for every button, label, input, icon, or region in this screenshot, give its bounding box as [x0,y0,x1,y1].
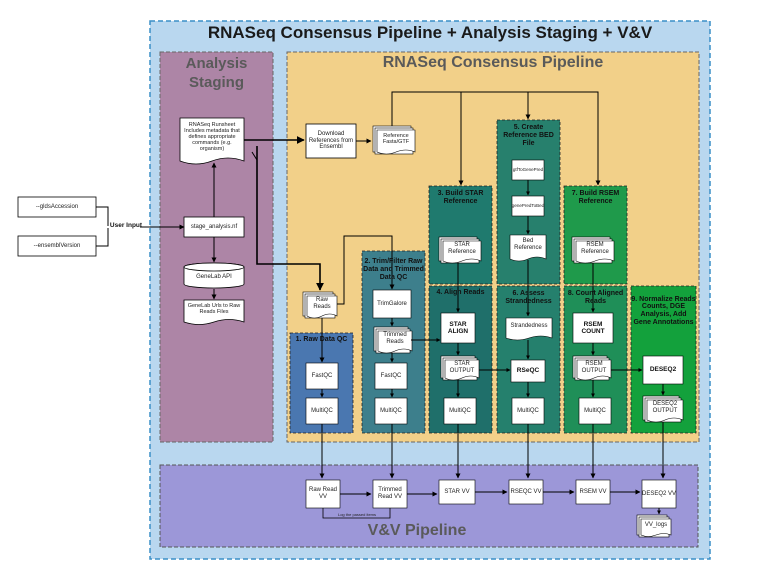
vv-title: V&V Pipeline [367,522,467,540]
user-input-label: User Input [109,222,143,230]
runsheet-doc [179,117,245,165]
step7-title: 7. Build RSEM Reference [571,190,620,205]
rsem-count-label: RSEM COUNT [581,320,605,335]
runsheet-label: RNASeq Runsheet Includes metadata that d… [184,121,240,153]
star-reference-label: STAR Reference [448,242,476,255]
vv-rsem-box [575,479,611,505]
vv-trimmed-read-label: Trimmed Read VV [377,487,402,500]
pipeline-panel [286,51,700,443]
raw-reads-docs [302,291,338,319]
step4-multiqc-label: MultiQC [449,407,471,414]
main-title: RNASeq Consensus Pipeline + Analysis Sta… [207,22,653,42]
star-align-label: STAR ALIGN [447,320,469,335]
reference-docs [372,125,416,155]
step1-title: 1. Raw Data QC [295,336,348,344]
step4-multiqc-box [443,397,477,425]
stage-nf-label: stage_analysis.nf [190,223,238,230]
gtf-to-genepred-label: gtfToGenePred [512,166,544,172]
glds-input-label: --gldsAccession [35,203,79,210]
vv-log-note: Log the passed items [337,512,377,518]
trimmed-reads-docs [373,326,413,354]
connectors [96,91,666,519]
genelab-api-db-top [183,262,245,272]
step1-multiqc-label: MultiQC [311,407,333,414]
staging-title-line1: Analysis [185,55,248,73]
pipeline-title: RNASeq Consensus Pipeline [382,54,604,72]
strandedness-label: Strandedness [510,322,548,329]
step2-fastqc-label: FastQC [380,372,402,379]
vv-logs-docs [636,514,672,538]
strandedness-doc [505,317,553,341]
star-output-label: STAR OUTPUT [449,360,475,374]
trimgalore-box [372,289,412,319]
staging-title-line2: Staging [189,74,244,92]
vv-rsem-label: RSEM VV [579,488,607,495]
vv-raw-read-label: Raw Read VV [308,487,337,500]
step3-panel [428,185,493,285]
genelab-api-label: GeneLab API [196,273,232,280]
bed-reference-label: Bed Reference [514,238,542,251]
step8-title: 8. Count Aligned Reads [567,290,624,305]
vv-rseqc-box [508,479,544,505]
vv-star-label: STAR VV [444,488,470,495]
deseq2-output-docs [642,395,684,423]
genelab-urls-doc [183,299,245,325]
step2-multiqc-label: MultiQC [380,407,402,414]
star-output-docs [440,355,480,381]
step3-title: 3. Build STAR Reference [437,190,484,205]
trimgalore-label: TrimGalore [377,300,407,307]
star-reference-docs [438,236,482,264]
vv-rseqc-label: RSEQC VV [510,488,542,495]
raw-reads-label: Raw Reads [313,297,331,310]
genepred-to-bed-label: genePredToBed [512,202,544,208]
step1-fastqc-box [305,362,339,390]
step6-title: 6. Assess Strandedness [505,290,552,305]
step4-title: 4. Align Reads [436,289,485,297]
step6-multiqc-label: MultiQC [517,407,539,414]
analysis-staging-panel [159,51,274,443]
vv-deseq2-label: DESEQ2 VV [642,490,676,497]
step2-fastqc-box [374,362,408,390]
rsem-output-docs [572,355,612,381]
step9-title: 9. Normalize Reads Counts, DGE Analysis,… [631,295,696,326]
trimmed-reads-label: Trimmed Reads [383,332,407,345]
step2-title: 2. Trim/Filter Raw Data and Trimmed Data… [363,258,424,281]
download-box [305,123,357,159]
download-label: Download References from Ensembl [308,131,354,151]
vv-panel [159,464,699,548]
rseqc-label: RSeQC [516,367,540,375]
vv-logs-label: VV_logs [644,522,668,529]
deseq2-label: DESEQ2 [649,366,677,374]
deseq2-output-label: DESEQ2 OUTPUT [652,401,678,414]
ensembl-input-label: --ensemblVersion [33,242,81,249]
rsem-reference-docs [571,236,615,264]
rsem-output-label: RSEM OUTPUT [581,360,607,374]
step8-multiqc-box [578,397,612,425]
genelab-urls-label: GeneLab Urls to Raw Reads Files [187,302,241,315]
step2-multiqc-box [374,397,408,425]
step7-panel [563,185,628,285]
step1-fastqc-label: FastQC [311,372,333,379]
rsem-reference-label: RSEM Reference [581,242,609,255]
step8-multiqc-label: MultiQC [584,407,606,414]
reference-label: Reference Fasta/GTF [382,132,410,145]
step5-title: 5. Create Reference BED File [503,124,554,147]
vv-star-box [438,479,476,505]
vv-raw-read-box [305,479,341,509]
bed-reference-doc [509,234,547,262]
